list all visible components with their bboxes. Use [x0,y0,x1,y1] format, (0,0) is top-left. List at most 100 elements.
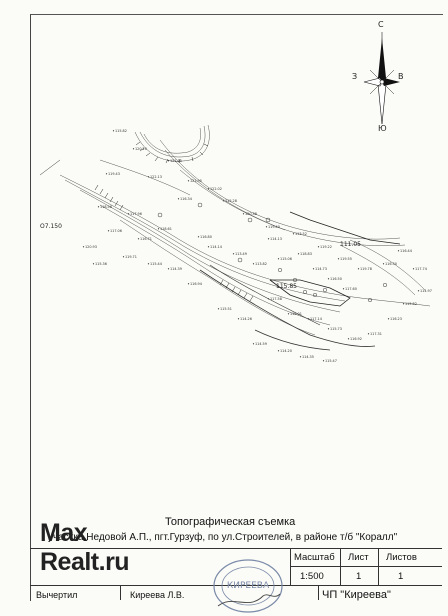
watermark-line-2: Realt.ru [40,548,130,576]
compass-north-label: С [378,20,384,29]
elevation-label: 116.92 [350,337,362,341]
compass-west-label: З [352,72,358,81]
elevation-label: 115.82 [115,129,127,133]
elevation-point [207,188,210,190]
elevation-label: 121.95 [190,179,202,183]
elevation-point [82,246,85,248]
elevation-label: 116.30 [385,262,397,266]
elevation-point [277,350,280,352]
elevation-point [187,180,190,182]
elevation-label: 115.73 [330,327,342,331]
titleblock-line-mid [290,566,442,567]
elevation-point [222,200,225,202]
elevation-point [412,268,415,270]
compass-rose: С З В Ю [352,20,404,133]
elevation-point [187,283,190,285]
elevation-point [417,290,420,292]
elevation-point [252,263,255,265]
elevation-point [242,213,245,215]
titleblock-line-top [30,548,442,549]
map-big-label-1: 111.05 [340,241,361,248]
elevation-point [265,226,268,228]
elevation-label: 121.35 [170,159,182,163]
elevation-label: 117.06 [110,229,122,233]
elevation-label: 115.36 [95,262,107,266]
elevation-point [367,333,370,335]
elevation-label: 115.51 [220,307,232,311]
elevation-label: 119.43 [108,172,120,176]
watermark-line-1: Max [40,519,88,547]
elevation-point [347,338,350,340]
elevation-label: 115.06 [280,257,292,261]
elevation-label: 119.40 [268,225,280,229]
elevation-label: 122.13 [150,175,162,179]
elevation-label: 117.14 [310,317,322,321]
elevation-point [267,238,270,240]
elevation-point [397,250,400,252]
elevation-point [122,256,125,258]
elevation-point [307,318,310,320]
elevation-point [267,298,270,300]
elevation-label: 114.73 [315,267,327,271]
map-big-label-2: 115.85 [276,283,297,290]
elevation-point [197,236,200,238]
elevation-label: 119.55 [340,257,352,261]
elevation-label: 113.52 [295,232,307,236]
elevation-label: 118.61 [160,227,172,231]
elevation-label: 116.50 [330,277,342,281]
sheet-value: 1 [356,571,362,582]
drawing-frame [30,14,443,601]
titleblock-divider-1 [290,548,291,585]
elevation-label: 114.97 [420,289,432,293]
elevation-label: 117.58 [270,297,282,301]
elevation-label: 114.14 [210,245,222,249]
elevation-point [297,253,300,255]
elevation-label: 114.35 [302,355,314,359]
elevation-point [317,246,320,248]
elevation-point [287,313,290,315]
elevation-label: 116.71 [140,237,152,241]
elevation-label: 118.01 [290,312,302,316]
elevation-label: 120.93 [85,245,97,249]
elevation-point [167,160,170,162]
elevation-point [322,360,325,362]
titleblock-divider-3 [378,548,379,585]
elevation-point [327,328,330,330]
elevation-point [277,258,280,260]
elevation-label: 115.82 [405,302,417,306]
elevation-point [127,213,130,215]
sheets-value: 1 [398,571,404,582]
elevation-labels: 115.82120.20121.35119.43122.13121.95122.… [82,129,432,363]
elevation-label: 118.56 [100,205,112,209]
elevation-label: 116.80 [200,235,212,239]
elevation-label: 117.31 [370,332,382,336]
drawn-by-name: Киреева Л.В. [130,590,185,600]
elevation-label: 116.94 [190,282,202,286]
elevation-label: 114.13 [270,237,282,241]
elevation-point [147,263,150,265]
sheet-label: Лист [348,552,369,563]
titleblock-divider-4 [120,585,121,600]
elevation-label: 113.49 [235,252,247,256]
elevation-point [217,308,220,310]
titleblock-divider-2 [340,548,341,585]
elevation-point [357,268,360,270]
elevation-label: 116.34 [180,197,192,201]
drawing-title: Топографическая съемка [165,516,296,528]
elevation-point [312,268,315,270]
company-stamp: КИРЕЕВА [213,559,283,613]
elevation-point [167,268,170,270]
elevation-point [342,288,345,290]
titleblock-line-bottom [30,585,442,586]
elevation-label: 114.59 [255,342,267,346]
elevation-label: 117.60 [345,287,357,291]
elevation-point [207,246,210,248]
elevation-point [327,278,330,280]
elevation-point [232,253,235,255]
elevation-point [237,318,240,320]
signature-mark [217,593,281,607]
elevation-point [177,198,180,200]
drawing-description: участка Недовой А.П., пгт.Гурзуф, по ул.… [48,532,398,543]
scale-label: Масштаб [294,552,335,563]
elevation-point [137,238,140,240]
